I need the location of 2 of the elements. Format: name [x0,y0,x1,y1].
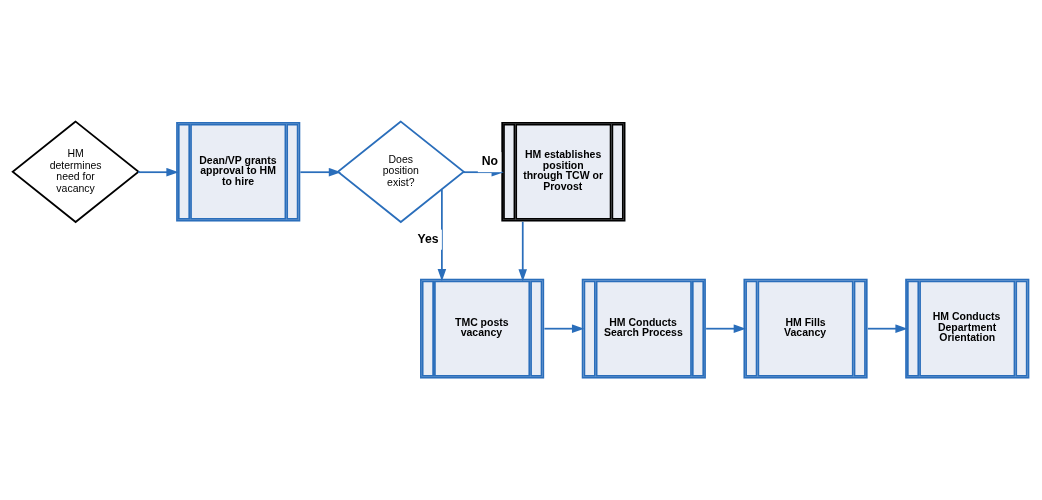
edge-label: No [481,153,499,168]
edge-label: Yes [417,231,439,246]
